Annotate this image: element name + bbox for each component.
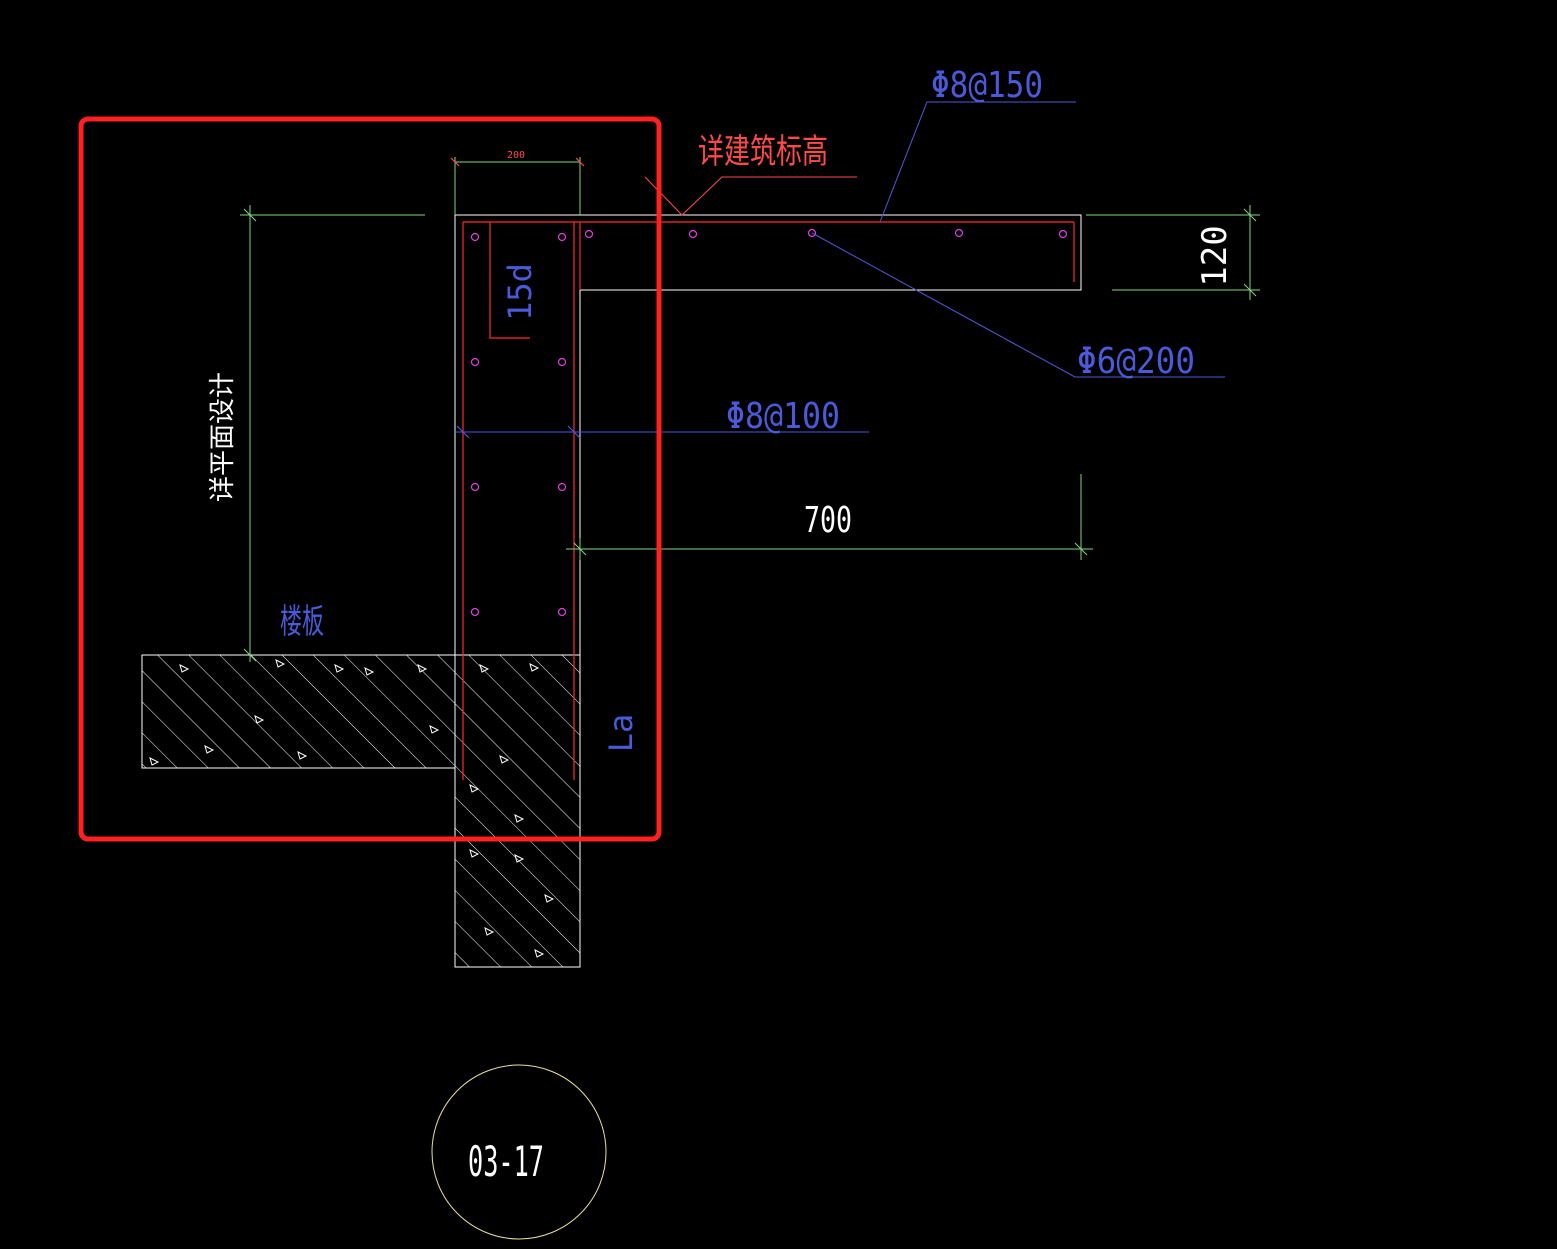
rebar-dot [557, 357, 567, 367]
structure-outline [454, 214, 1082, 655]
thickness-dimension: 120 [1195, 225, 1235, 286]
rebar-dist-label: Φ6@200 [1077, 341, 1195, 382]
dimension-lines [240, 157, 1260, 662]
slab-label: 楼板 [280, 602, 324, 642]
rebar-dot [470, 357, 480, 367]
rebar-15d-hook [489, 222, 530, 339]
anchor-length-label: La [602, 714, 640, 753]
wall-upper-outline [454, 214, 1082, 655]
elevation-note: 详建筑标高 [698, 132, 828, 172]
rebar-lines [462, 221, 1075, 780]
dimension-ticks-red [450, 157, 585, 167]
rebar-column-label: Φ8@100 [726, 396, 840, 437]
rebar-dot [1058, 229, 1068, 239]
concrete-hatch-group [141, 654, 581, 968]
projection-dimension: 700 [804, 500, 852, 541]
rebar-dot [557, 482, 567, 492]
hook-length-label: 15d [501, 263, 539, 321]
rebar-top-label: Φ8@150 [931, 65, 1043, 106]
rebar-dot [688, 229, 698, 239]
rebar-dot [954, 228, 964, 238]
leader-rebar-dist [811, 232, 1225, 378]
rebar-dot [470, 232, 480, 242]
rebar-dot [470, 607, 480, 617]
rebar-dot [557, 607, 567, 617]
wall-lower-section [454, 654, 581, 968]
rebar-dot [557, 232, 567, 242]
floor-slab-section [141, 654, 456, 769]
height-note: 详平面设计 [208, 372, 238, 502]
rebar-dots [470, 228, 1068, 617]
aggregate-marks [149, 659, 555, 958]
detail-ref-circle [431, 1064, 607, 1240]
detail-ref-label: 03-17 [468, 1137, 544, 1186]
rebar-dot [584, 229, 594, 239]
highlight-box [78, 116, 662, 842]
leader-lines [455, 101, 1225, 439]
leader-rebar-top [879, 101, 1076, 223]
rebar-dot [807, 228, 817, 238]
top-width-dimension: 200 [507, 150, 525, 161]
elevation-marker [644, 176, 857, 216]
rebar-dot [470, 482, 480, 492]
